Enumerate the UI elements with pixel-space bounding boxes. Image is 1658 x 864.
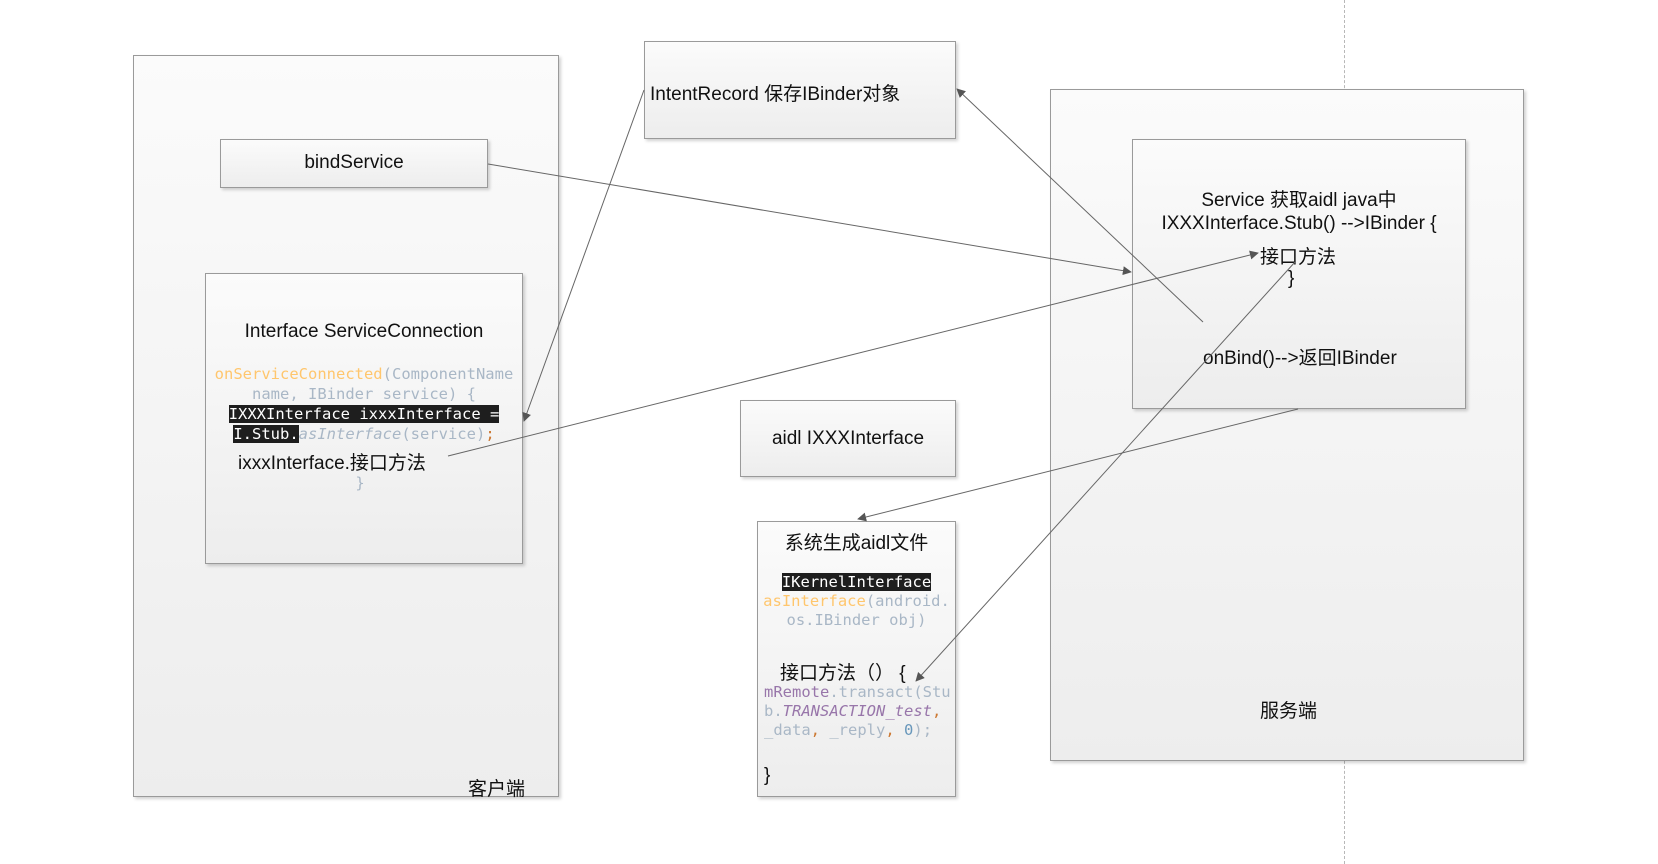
bind-service-label: bindService [304, 152, 404, 173]
arrow-client-call-to-method [447, 250, 1259, 457]
bind-service-box[interactable] [220, 139, 488, 188]
client-label: 客户端 [468, 779, 526, 800]
client-call-label: ixxxInterface.接口方法 [238, 453, 426, 474]
service-line-2: IXXXInterface.Stub() -->IBinder { [1161, 213, 1437, 234]
generated-aidl-box[interactable] [757, 521, 956, 797]
code-line: IKernelInterface [781, 573, 932, 591]
aidl-interface-label: aidl IXXXInterface [771, 428, 925, 449]
arrow-intentrecord-to-connection [522, 89, 645, 422]
intent-record-label: IntentRecord 保存IBinder对象 [650, 84, 901, 105]
code-line: IXXXInterface ixxxInterface = [228, 405, 500, 423]
code-line: onServiceConnected(ComponentName [214, 365, 514, 383]
arrow-service-to-generated [857, 408, 1299, 522]
generated-aidl-title: 系统生成aidl文件 [784, 533, 929, 554]
code-line: I.Stub.asInterface(service); [233, 425, 495, 443]
aidl-interface-box[interactable] [740, 400, 956, 477]
arrow-method-to-generated-method [915, 261, 1296, 682]
service-connection-title: Interface ServiceConnection [244, 321, 484, 342]
code-line: os.IBinder obj) [786, 611, 927, 629]
arrow-bindservice-to-service [487, 163, 1132, 276]
service-connection-code: onServiceConnected(ComponentName name, I… [205, 364, 523, 444]
service-line-1: Service 获取aidl java中 [1201, 190, 1397, 211]
code-line: asInterface(android. [763, 592, 950, 610]
code-line: mRemote.transact(Stu [764, 683, 951, 701]
service-box[interactable] [1132, 139, 1466, 409]
service-line-3: 接口方法 [1260, 247, 1337, 268]
arrow-onbind-to-intentrecord [956, 88, 1204, 323]
intent-record-box[interactable] [644, 41, 956, 139]
generated-method-label: 接口方法（） { [780, 663, 906, 684]
server-label: 服务端 [1260, 701, 1318, 722]
service-line-4: } [1288, 268, 1295, 289]
code-line: b.TRANSACTION_test, [764, 702, 942, 720]
code-line: name, IBinder service) { [252, 385, 476, 403]
code-line: _data, _reply, 0); [764, 721, 933, 739]
code-close-brace: } [355, 474, 365, 492]
onbind-label: onBind()-->返回IBinder [1203, 348, 1397, 369]
generated-code-bottom: mRemote.transact(Stu b.TRANSACTION_test,… [764, 683, 951, 740]
generated-close-brace: } [764, 765, 771, 786]
generated-code-top: IKernelInterface asInterface(android. os… [757, 573, 956, 630]
